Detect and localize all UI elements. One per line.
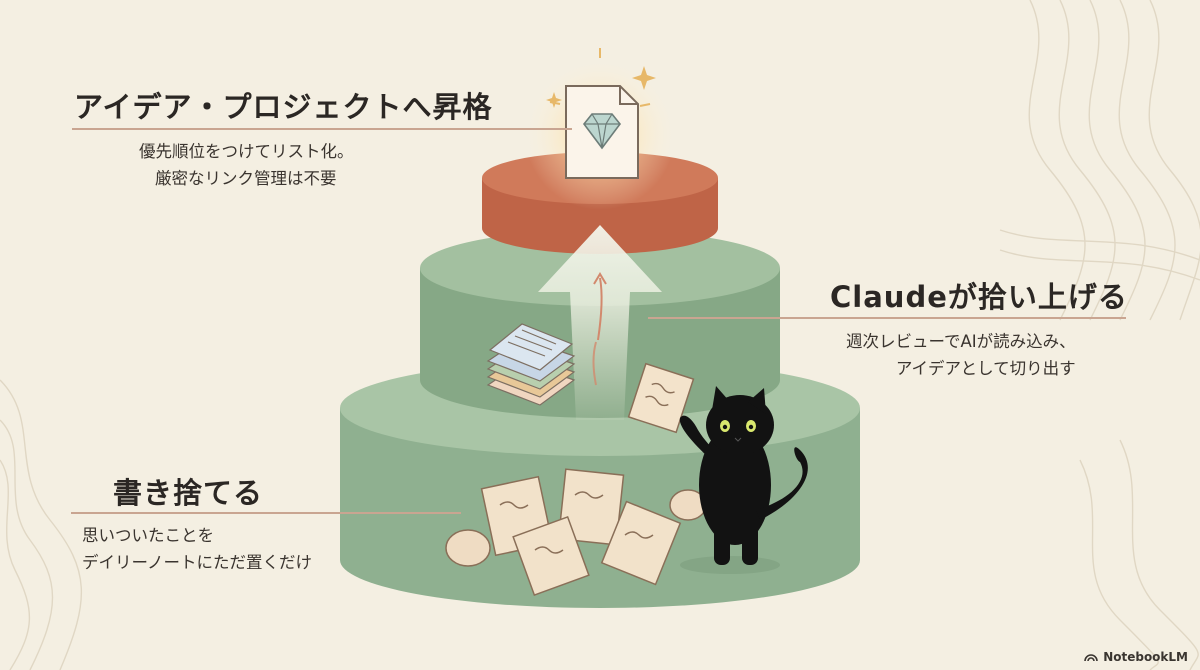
held-note-icon bbox=[627, 362, 695, 434]
paper-stack-icon bbox=[486, 323, 576, 406]
tier-top-title: アイデア・プロジェクトへ昇格 bbox=[74, 90, 493, 124]
tier-middle-desc-line-2: アイデアとして切り出す bbox=[895, 359, 1076, 378]
brand-watermark: NotebookLM bbox=[1084, 650, 1188, 664]
tier-middle-description: 週次レビューでAIが読み込み、 アイデアとして切り出す bbox=[846, 328, 1076, 382]
notebooklm-logo-icon bbox=[1084, 654, 1098, 662]
tier-top-rule bbox=[72, 128, 572, 130]
tier-top-description: 優先順位をつけてリスト化。 厳密なリンク管理は不要 bbox=[139, 138, 354, 192]
tier-bottom-title: 書き捨てる bbox=[113, 476, 264, 510]
tier-middle-title: Claudeが拾い上げる bbox=[830, 280, 1128, 314]
tier-bottom-desc-line-2: デイリーノートにただ置くだけ bbox=[82, 553, 313, 572]
tier-bottom-description: 思いついたことを デイリーノートにただ置くだけ bbox=[82, 522, 312, 576]
tier-top-desc-line-1: 優先順位をつけてリスト化。 bbox=[139, 142, 354, 161]
tier-middle-rule bbox=[648, 317, 1126, 319]
diamond-document-icon bbox=[525, 48, 675, 210]
scattered-notes bbox=[445, 468, 707, 597]
tier-middle-desc-line-1: 週次レビューでAIが読み込み、 bbox=[846, 332, 1076, 351]
tier-top-desc-line-2: 厳密なリンク管理は不要 bbox=[155, 169, 337, 188]
tier-bottom-rule bbox=[71, 512, 461, 514]
black-cat-icon bbox=[679, 386, 808, 574]
tier-bottom-desc-line-1: 思いついたことを bbox=[82, 526, 214, 545]
brand-name: NotebookLM bbox=[1103, 650, 1188, 664]
upward-arrow-icon bbox=[538, 225, 662, 420]
